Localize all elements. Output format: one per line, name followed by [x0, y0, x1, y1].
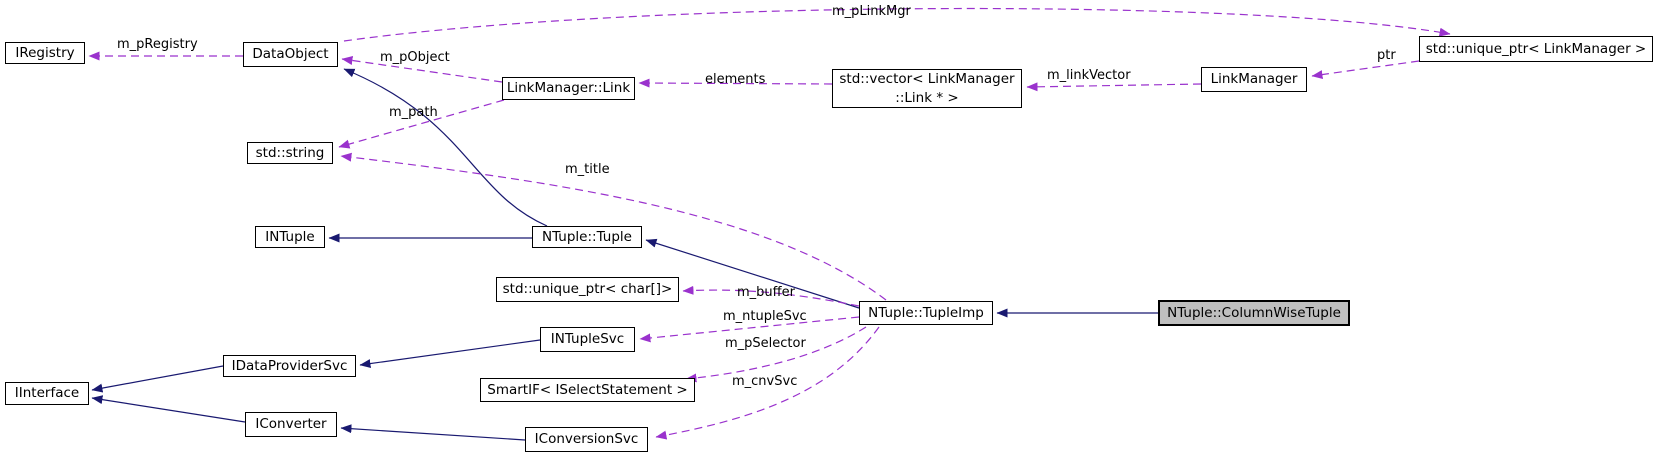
node-std-string[interactable]: std::string: [247, 142, 333, 164]
edge-m-pselector: [685, 326, 867, 383]
node-linkmanager-link[interactable]: LinkManager::Link: [502, 77, 635, 100]
edge-m-title: [340, 152, 887, 301]
edge-m-ntuplesvc: [639, 316, 860, 343]
node-ntuple-tupleimp[interactable]: NTuple::TupleImp: [859, 301, 993, 325]
edge-label-m-cnvsvc: m_cnvSvc: [732, 374, 798, 389]
edge-label-elements: elements: [705, 72, 766, 87]
node-linkmanager[interactable]: LinkManager: [1201, 67, 1307, 92]
edge-m-pobject: [341, 56, 503, 83]
edge-label-m-title: m_title: [565, 162, 610, 177]
edge-label-m-pobject: m_pObject: [380, 50, 450, 65]
edge-label-m-pselector: m_pSelector: [725, 336, 806, 351]
node-ntuple-tuple[interactable]: NTuple::Tuple: [532, 226, 642, 248]
edge-label-m-path: m_path: [389, 105, 438, 120]
node-iconversionsvc[interactable]: IConversionSvc: [525, 427, 648, 452]
edge-label-m-buffer: m_buffer: [737, 285, 795, 300]
edge-ptr: [1311, 60, 1420, 79]
edge-label-m-pregistry: m_pRegistry: [117, 37, 198, 52]
node-smartif-iselectstatement[interactable]: SmartIF< ISelectStatement >: [480, 378, 695, 402]
node-iinterface[interactable]: IInterface: [5, 382, 89, 405]
node-dataobject[interactable]: DataObject: [243, 42, 338, 67]
edge-m-buffer: [682, 285, 860, 307]
edge-elements: [638, 78, 833, 88]
edge-label-ptr: ptr: [1377, 48, 1396, 63]
node-std-vector-linkmanager-link[interactable]: std::vector< LinkManager ::Link * >: [832, 69, 1022, 108]
edge-m-linkvector: [1026, 82, 1202, 92]
edge-tuple-to-dataobject: [343, 68, 548, 227]
node-intuple[interactable]: INTuple: [255, 226, 325, 248]
edge-m-path: [338, 99, 505, 149]
edge-iconversionsvc-to-iconverter: [340, 424, 526, 441]
edge-intuplesvc-to-idataprovidersvc: [359, 339, 541, 369]
edge-label-m-plinkmgr: m_pLinkMgr: [832, 4, 911, 19]
edge-m-plinkmgr: [343, 7, 1451, 42]
edge-label-m-ntuplesvc: m_ntupleSvc: [723, 309, 807, 324]
edge-label-m-linkvector: m_linkVector: [1047, 68, 1131, 83]
edge-tupleimp-to-tuple: [645, 238, 860, 309]
edge-iconverter-to-iinterface: [91, 395, 246, 423]
node-iconverter[interactable]: IConverter: [245, 412, 337, 437]
node-std-unique-ptr-char[interactable]: std::unique_ptr< char[]>: [496, 277, 679, 302]
node-iregistry[interactable]: IRegistry: [5, 42, 85, 64]
edge-m-cnvsvc: [655, 326, 880, 440]
node-std-unique-ptr-linkmanager[interactable]: std::unique_ptr< LinkManager >: [1419, 36, 1653, 62]
node-idataprovidersvc[interactable]: IDataProviderSvc: [223, 355, 356, 377]
edge-idataprovidersvc-to-iinterface: [91, 365, 224, 393]
node-ntuple-columnwisetuple: NTuple::ColumnWiseTuple: [1158, 300, 1350, 326]
node-intuplesvc[interactable]: INTupleSvc: [540, 327, 635, 352]
